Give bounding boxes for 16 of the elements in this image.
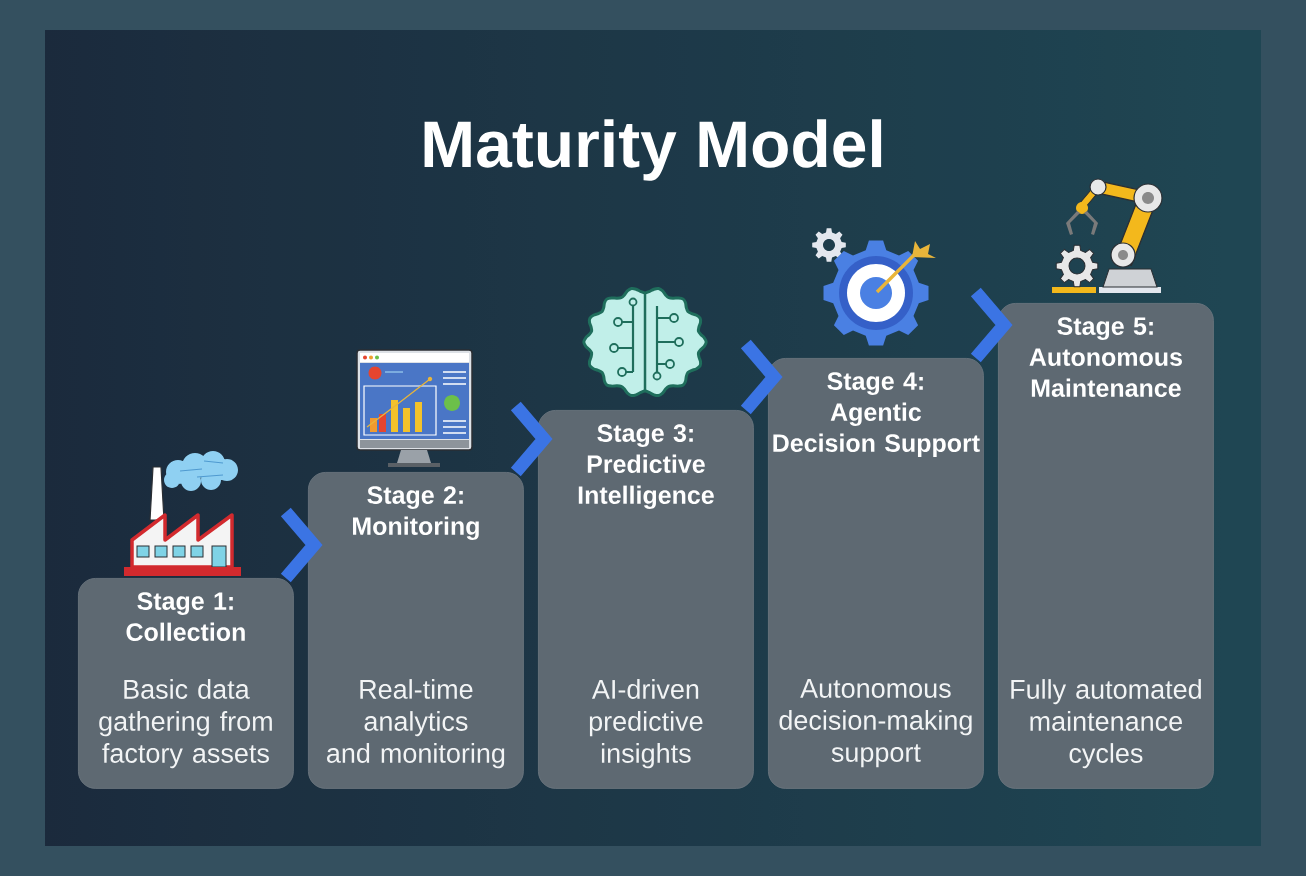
stage-description: Basic data gathering from factory assets [99,679,272,769]
stage-title: Stage 5: Autonomous Maintenance [1029,317,1182,397]
stage-title: Stage 3: Predictive Intelligence [578,424,714,509]
stage-box [768,358,984,789]
stage-box [538,410,754,789]
stage-title: Stage 1: Collection [126,592,245,641]
stage-description: Real-time analytics and monitoring [327,679,505,769]
stage-description: AI-driven predictive insights [589,679,703,769]
stage-box [308,472,524,789]
stage-description: Autonomous decision-making support [779,679,972,768]
stage-title: Stage 2: Monitoring [353,486,479,540]
stage-box [78,578,294,789]
stage-box [998,303,1214,789]
stage-title: Stage 4: Agentic Decision Support [773,372,980,457]
title: Maturity Model [424,119,882,181]
stage-description: Fully automated maintenance cycles [1011,679,1201,769]
